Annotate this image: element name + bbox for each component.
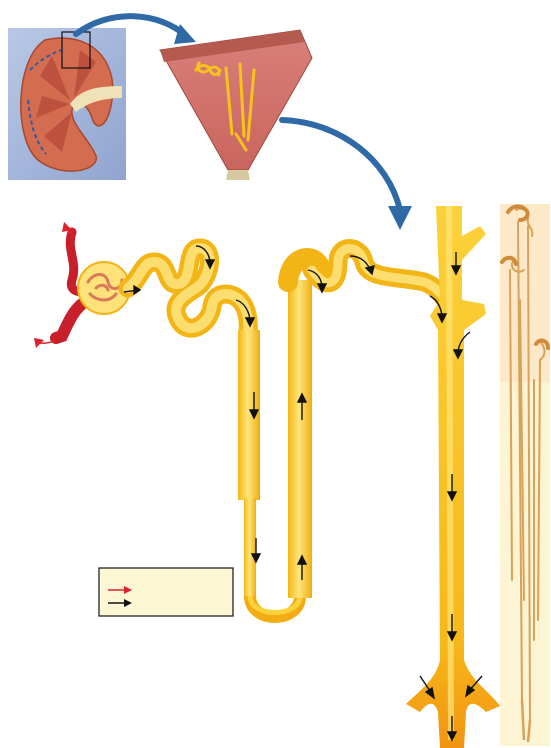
distal-convoluted-tubule: [312, 249, 446, 301]
legend: [99, 568, 233, 616]
zoom-arrow-middle: [282, 120, 412, 230]
renal-pyramid-wedge: [160, 30, 312, 180]
proximal-convoluted-tubule: [128, 248, 248, 340]
nephron-proportional-inset: [500, 204, 550, 746]
kidney-section-inset: [8, 28, 126, 180]
